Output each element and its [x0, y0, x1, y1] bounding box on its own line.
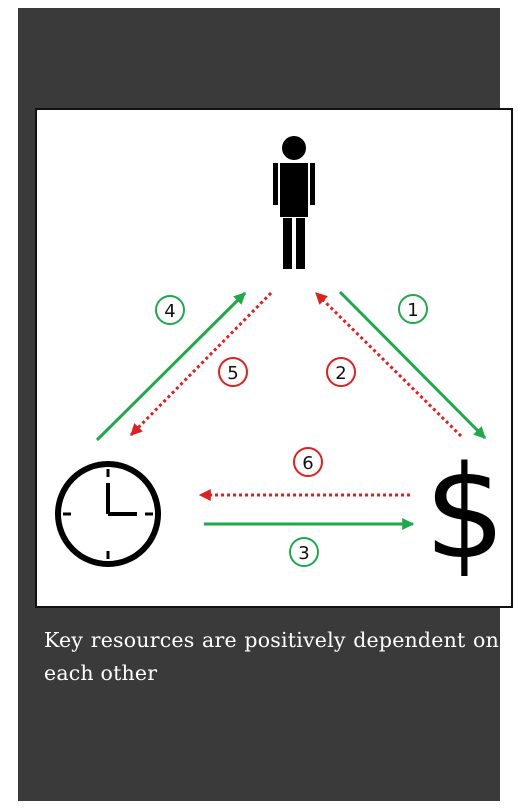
- person-icon: [273, 136, 315, 269]
- dollar-icon: $: [424, 439, 505, 588]
- figure-caption: Key resources are positively dependent o…: [44, 628, 499, 685]
- arrow-5-label: 5: [227, 363, 238, 384]
- arrow-1: 1: [338, 290, 487, 440]
- arrow-6-label: 6: [302, 453, 313, 474]
- arrow-2: 2: [314, 291, 463, 438]
- arrow-6: 6: [198, 447, 410, 501]
- arrow-3-label: 3: [298, 543, 309, 564]
- arrow-3: 3: [204, 518, 415, 567]
- arrow-1-label: 1: [407, 300, 418, 321]
- clock-icon: [55, 461, 161, 567]
- arrow-2-label: 2: [335, 363, 346, 384]
- arrow-4-label: 4: [164, 301, 175, 322]
- arrow-5: 5: [129, 291, 273, 437]
- dollar-symbol: $: [424, 439, 505, 588]
- arrow-4: 4: [95, 291, 247, 442]
- resource-diagram: $ 1 2 3 4 5: [35, 108, 513, 608]
